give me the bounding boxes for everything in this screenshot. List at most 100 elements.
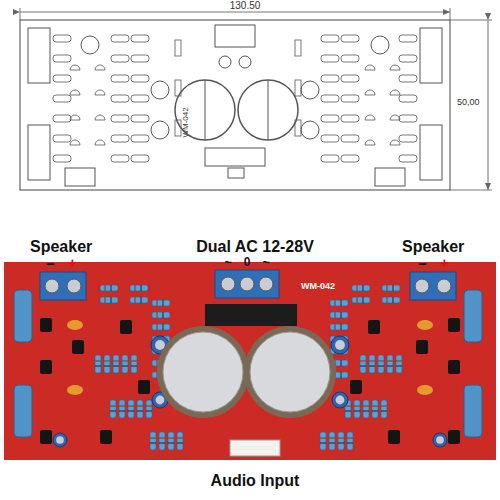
resistor-band bbox=[105, 285, 106, 291]
resistor-outline bbox=[111, 115, 129, 122]
resistor-band bbox=[157, 300, 158, 306]
resistor-band bbox=[393, 297, 394, 303]
transistor-outline bbox=[70, 65, 80, 70]
pcb-board bbox=[4, 262, 496, 460]
terminal-sign: + bbox=[68, 255, 77, 272]
resistor-band bbox=[122, 366, 128, 367]
resistor bbox=[130, 297, 148, 303]
resistor-outline bbox=[321, 155, 339, 162]
transistor bbox=[72, 340, 84, 354]
resistor-band bbox=[95, 361, 101, 362]
resistor-outline bbox=[341, 95, 359, 102]
resistor-band bbox=[341, 300, 342, 306]
resistor-band bbox=[369, 366, 375, 367]
resistor-band bbox=[159, 443, 165, 444]
resistor-band bbox=[338, 443, 344, 444]
resistor-outline bbox=[131, 155, 149, 162]
transistor bbox=[138, 380, 150, 394]
resistor-band bbox=[113, 366, 119, 367]
resistor bbox=[382, 297, 400, 303]
resistor-band bbox=[157, 324, 158, 330]
transistor bbox=[40, 360, 52, 374]
resistor-band bbox=[329, 438, 335, 439]
resistor-band bbox=[119, 411, 125, 412]
terminal-sign: ~ bbox=[224, 256, 232, 270]
resistor-band bbox=[335, 300, 336, 306]
resistor-band bbox=[135, 297, 136, 303]
resistor-outline bbox=[53, 95, 71, 102]
resistor bbox=[100, 285, 118, 291]
board-name: WM-042 bbox=[301, 282, 335, 292]
transistor-outline bbox=[365, 140, 375, 145]
capacitor-top bbox=[335, 340, 345, 350]
transistor-outline bbox=[365, 90, 375, 95]
resistor-band bbox=[393, 285, 394, 291]
resistor-band bbox=[146, 406, 152, 407]
transistor bbox=[448, 360, 460, 374]
resistor-band bbox=[369, 361, 375, 362]
resistor-band bbox=[111, 297, 112, 303]
transistor-outline bbox=[365, 115, 375, 120]
diode-outline bbox=[295, 80, 301, 96]
speaker-label: Speaker bbox=[30, 238, 92, 256]
resistor-outline bbox=[53, 115, 71, 122]
diode-outline bbox=[295, 120, 301, 136]
transistor-outline bbox=[365, 65, 375, 70]
resistor-outline bbox=[321, 135, 339, 142]
resistor-outline bbox=[53, 135, 71, 142]
terminal-sign: − bbox=[46, 256, 55, 273]
resistor-band bbox=[363, 285, 364, 291]
resistor-outline bbox=[111, 75, 129, 82]
power-label: Dual AC 12-28V bbox=[196, 238, 314, 256]
resistor-outline bbox=[131, 135, 149, 142]
resistor bbox=[363, 400, 369, 418]
transistor-outline bbox=[95, 140, 105, 145]
terminal-sign: 0 bbox=[244, 256, 251, 269]
resistor bbox=[347, 432, 353, 450]
diode-outline bbox=[175, 120, 181, 136]
transistor-outline bbox=[70, 115, 80, 120]
resistor-outline bbox=[321, 95, 339, 102]
resistor-outline bbox=[341, 55, 359, 62]
resistor-band bbox=[387, 366, 393, 367]
resistor-outline bbox=[399, 155, 417, 162]
transistor-outline bbox=[70, 140, 80, 145]
resistor-band bbox=[150, 443, 156, 444]
capacitor-top bbox=[156, 396, 165, 405]
transistor bbox=[40, 430, 52, 444]
resistor-band bbox=[146, 411, 152, 412]
transistor bbox=[100, 430, 112, 444]
board-name: WM-042 bbox=[182, 107, 191, 137]
resistor-band bbox=[381, 406, 387, 407]
resistor-band bbox=[396, 366, 402, 367]
resistor-band bbox=[396, 361, 402, 362]
resistor-band bbox=[168, 443, 174, 444]
resistor-band bbox=[363, 297, 364, 303]
pcb-parts bbox=[40, 285, 460, 450]
resistor-outline bbox=[341, 115, 359, 122]
resistor-band bbox=[347, 443, 353, 444]
speaker-label: Speaker bbox=[402, 238, 464, 256]
resistor-outline bbox=[131, 75, 149, 82]
resistor-band bbox=[110, 411, 116, 412]
pcb-major-parts bbox=[14, 270, 482, 456]
transistor-outline bbox=[95, 90, 105, 95]
resistor-band bbox=[157, 360, 158, 366]
resistor bbox=[159, 432, 165, 450]
resistor bbox=[330, 312, 348, 318]
resistor-outline bbox=[53, 55, 71, 62]
resistor-band bbox=[141, 285, 142, 291]
resistor-outline bbox=[131, 35, 149, 42]
silkscreen-parts bbox=[53, 35, 417, 162]
resistor-outline bbox=[399, 95, 417, 102]
resistor-outline bbox=[131, 95, 149, 102]
resistor-outline bbox=[341, 35, 359, 42]
diode-outline bbox=[175, 40, 181, 56]
resistor-outline bbox=[321, 75, 339, 82]
resistor bbox=[150, 432, 156, 450]
resistor-band bbox=[119, 406, 125, 407]
resistor-band bbox=[357, 297, 358, 303]
resistor bbox=[131, 355, 137, 373]
transistor bbox=[368, 320, 380, 334]
